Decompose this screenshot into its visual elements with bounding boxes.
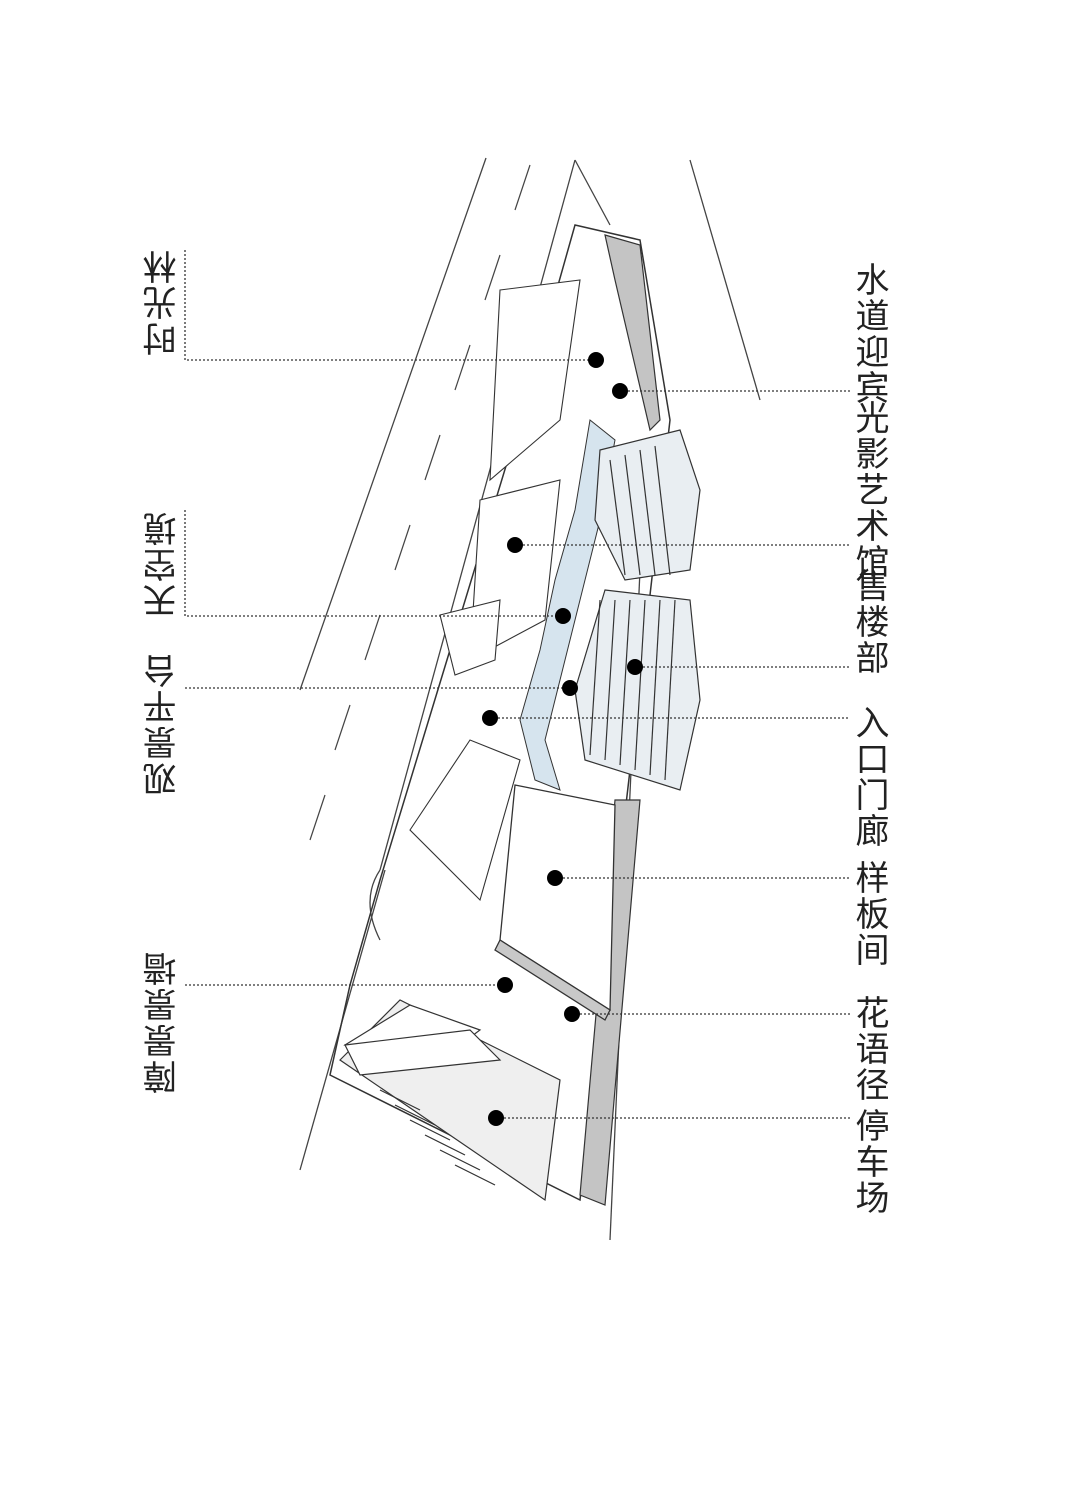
dot-tingche: [488, 1110, 504, 1126]
site-boundary: [329, 224, 671, 1202]
dot-rukou: [482, 710, 498, 726]
label-guanjing: 观景平台: [143, 652, 183, 796]
terraces: [409, 279, 581, 902]
leader-lines: [184, 250, 850, 1119]
dot-guangying: [507, 537, 523, 553]
showroom-building: [494, 784, 616, 1021]
label-tiankongjing: 天空境: [143, 510, 183, 618]
sales-center-building: [574, 589, 701, 791]
label-guangying: 光影艺术馆: [849, 400, 889, 580]
dot-shiguanglin: [588, 352, 604, 368]
screen-wall: [344, 1029, 502, 1076]
label-rukou: 入口门廊: [849, 705, 889, 849]
label-yangban: 样板间: [849, 860, 889, 968]
marker-dots: [482, 352, 643, 1126]
label-shuidao: 水道迎宾: [849, 262, 889, 406]
dot-zhangjing: [497, 977, 513, 993]
label-huayu: 花语径: [849, 995, 889, 1103]
label-shiguanglin: 时光林: [143, 248, 183, 356]
dot-tiankongjing: [555, 608, 571, 624]
dot-yangban: [547, 870, 563, 886]
dot-shuidao: [612, 383, 628, 399]
dot-huayu: [564, 1006, 580, 1022]
label-shoulou: 售楼部: [849, 568, 889, 676]
dot-shoulou: [627, 659, 643, 675]
label-tingche: 停车场: [849, 1108, 889, 1216]
road-dashes: [309, 164, 531, 841]
label-zhangjing: 障景景墙: [143, 950, 183, 1094]
dot-guanjing: [562, 680, 578, 696]
gallery-building: [594, 429, 701, 581]
parking-area: [339, 999, 561, 1202]
